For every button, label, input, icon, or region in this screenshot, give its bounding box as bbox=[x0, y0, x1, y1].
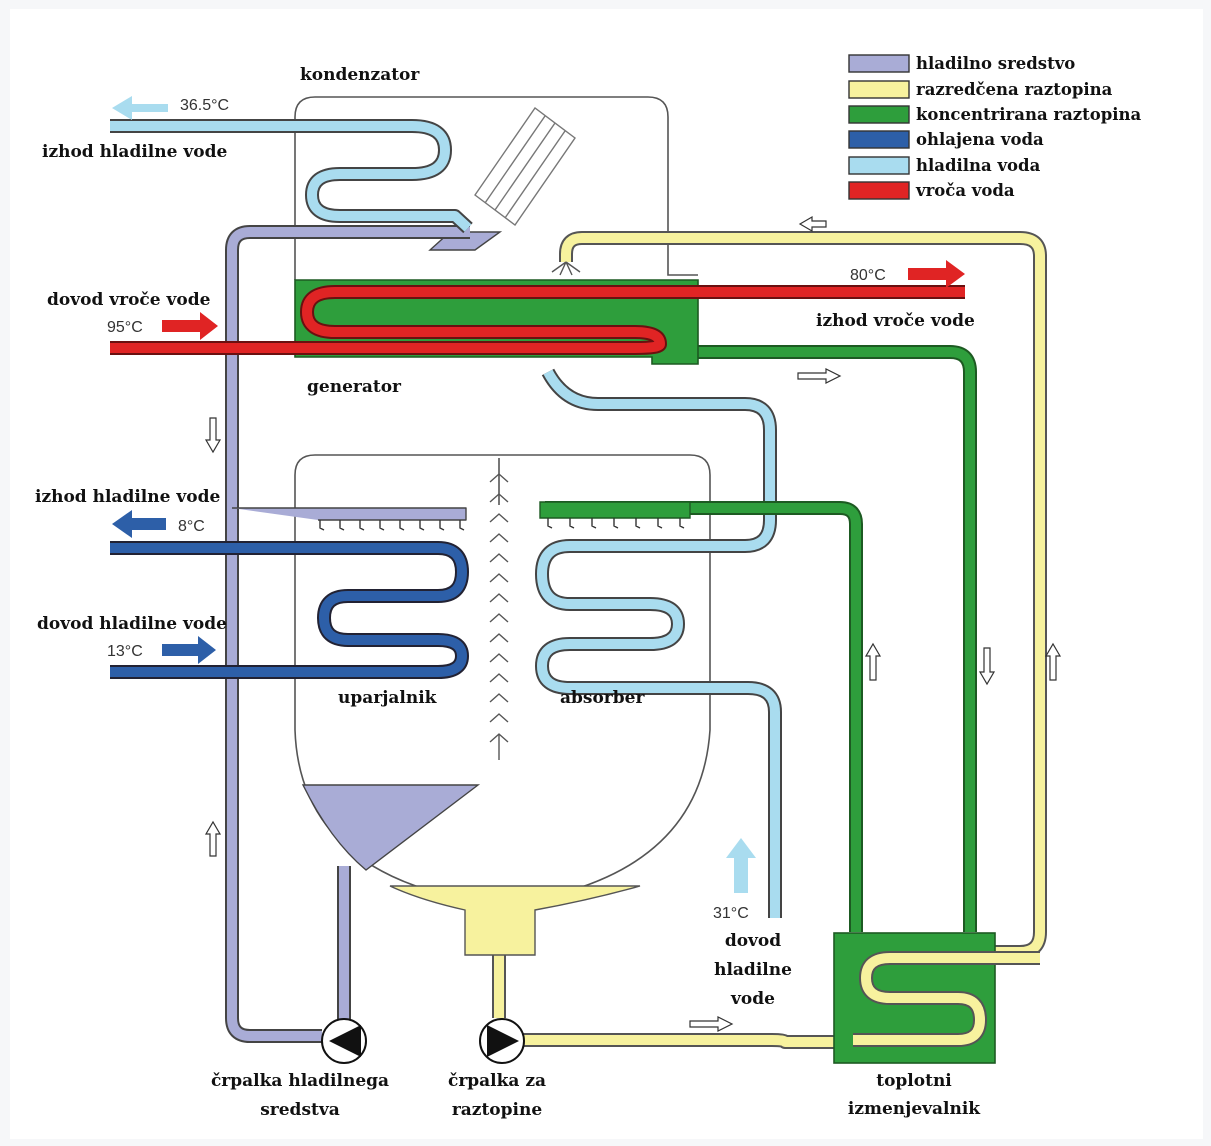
legend-label-chilled: ohlajena voda bbox=[916, 130, 1044, 149]
flow-arrows bbox=[112, 96, 965, 893]
chilled-water-in-arrow-icon bbox=[162, 636, 216, 664]
generator-shell bbox=[110, 279, 965, 365]
cooling-water-out-arrow-icon bbox=[112, 96, 168, 120]
legend bbox=[848, 54, 910, 200]
chilled-water-pipe bbox=[110, 541, 469, 679]
chilled-water-out-label: izhod hladilne vode bbox=[35, 487, 220, 507]
evaporator-label: uparjalnik bbox=[338, 688, 438, 708]
chilled-water-in-temp: 13°C bbox=[107, 643, 143, 660]
absorber-label: absorber bbox=[560, 688, 645, 708]
refrigerant-pump-label-line1: črpalka hladilnega bbox=[211, 1071, 389, 1091]
cooling-water-in-temp: 31°C bbox=[713, 905, 749, 922]
cooling-water-in-label-line1: dovod bbox=[725, 931, 781, 951]
condenser-label: kondenzator bbox=[300, 65, 420, 85]
cooling-water-out-temp: 36.5°C bbox=[180, 97, 229, 114]
heat-exchanger-label-line2: izmenjevalnik bbox=[848, 1099, 981, 1119]
refrigerant-pipe bbox=[225, 225, 470, 1043]
chilled-water-out-temp: 8°C bbox=[178, 518, 205, 535]
legend-label-cooling: hladilna voda bbox=[916, 156, 1041, 175]
hot-water-in-arrow-icon bbox=[162, 312, 218, 340]
hot-water-out-arrow-icon bbox=[908, 260, 965, 288]
cooling-water-in-label-line3: vode bbox=[730, 989, 775, 1009]
legend-label-concentrated: koncentrirana raztopina bbox=[916, 105, 1142, 124]
spray-nozzle-icon bbox=[551, 261, 581, 276]
cooling-water-out-label: izhod hladilne vode bbox=[42, 142, 227, 162]
solution-pool bbox=[389, 885, 641, 956]
legend-swatch-chilled bbox=[848, 130, 910, 149]
chilled-water-in-label: dovod hladilne vode bbox=[37, 614, 227, 634]
hot-water-out-label: izhod vroče vode bbox=[816, 311, 975, 331]
legend-swatch-cooling bbox=[848, 156, 910, 175]
condenser-vessel bbox=[294, 96, 698, 280]
refrigerant-pump-label-line2: sredstva bbox=[260, 1100, 340, 1120]
solution-pump-icon bbox=[479, 1018, 525, 1064]
hot-water-in-label: dovod vroče vode bbox=[47, 290, 211, 310]
concentrated-solution-pipe bbox=[545, 345, 977, 932]
heat-exchanger bbox=[833, 932, 1040, 1064]
spray-drips bbox=[319, 518, 685, 531]
solution-pump-label-line1: črpalka za bbox=[448, 1071, 546, 1091]
chilled-water-out-arrow-icon bbox=[112, 510, 166, 538]
refrigerant-pool bbox=[301, 784, 481, 871]
legend-swatch-hot bbox=[848, 181, 910, 200]
cooling-water-in-label-line2: hladilne bbox=[714, 960, 792, 980]
absorber-spray-header bbox=[539, 501, 691, 519]
legend-swatch-concentrated bbox=[848, 105, 910, 124]
cooling-water-in-arrow-icon bbox=[726, 838, 756, 893]
solution-pump-label-line2: raztopine bbox=[452, 1100, 543, 1120]
legend-swatch-refrigerant bbox=[848, 54, 910, 73]
cooling-water-pipe-top bbox=[110, 119, 473, 234]
cooling-water-pipe-absorber bbox=[535, 368, 782, 918]
legend-label-refrigerant: hladilno sredstvo bbox=[916, 54, 1075, 73]
legend-label-dilute: razredčena raztopina bbox=[916, 80, 1113, 99]
flow-direction-hints bbox=[204, 215, 1062, 1032]
hot-water-out-temp: 80°C bbox=[850, 267, 886, 284]
refrigerant-pump-icon bbox=[321, 1018, 367, 1064]
legend-swatch-dilute bbox=[848, 80, 910, 99]
heat-exchanger-label-line1: toplotni bbox=[876, 1071, 952, 1091]
generator-label: generator bbox=[307, 377, 402, 397]
legend-label-hot: vroča voda bbox=[915, 181, 1015, 200]
vapor-flow-chevrons bbox=[489, 473, 509, 760]
hot-water-in-temp: 95°C bbox=[107, 319, 143, 336]
